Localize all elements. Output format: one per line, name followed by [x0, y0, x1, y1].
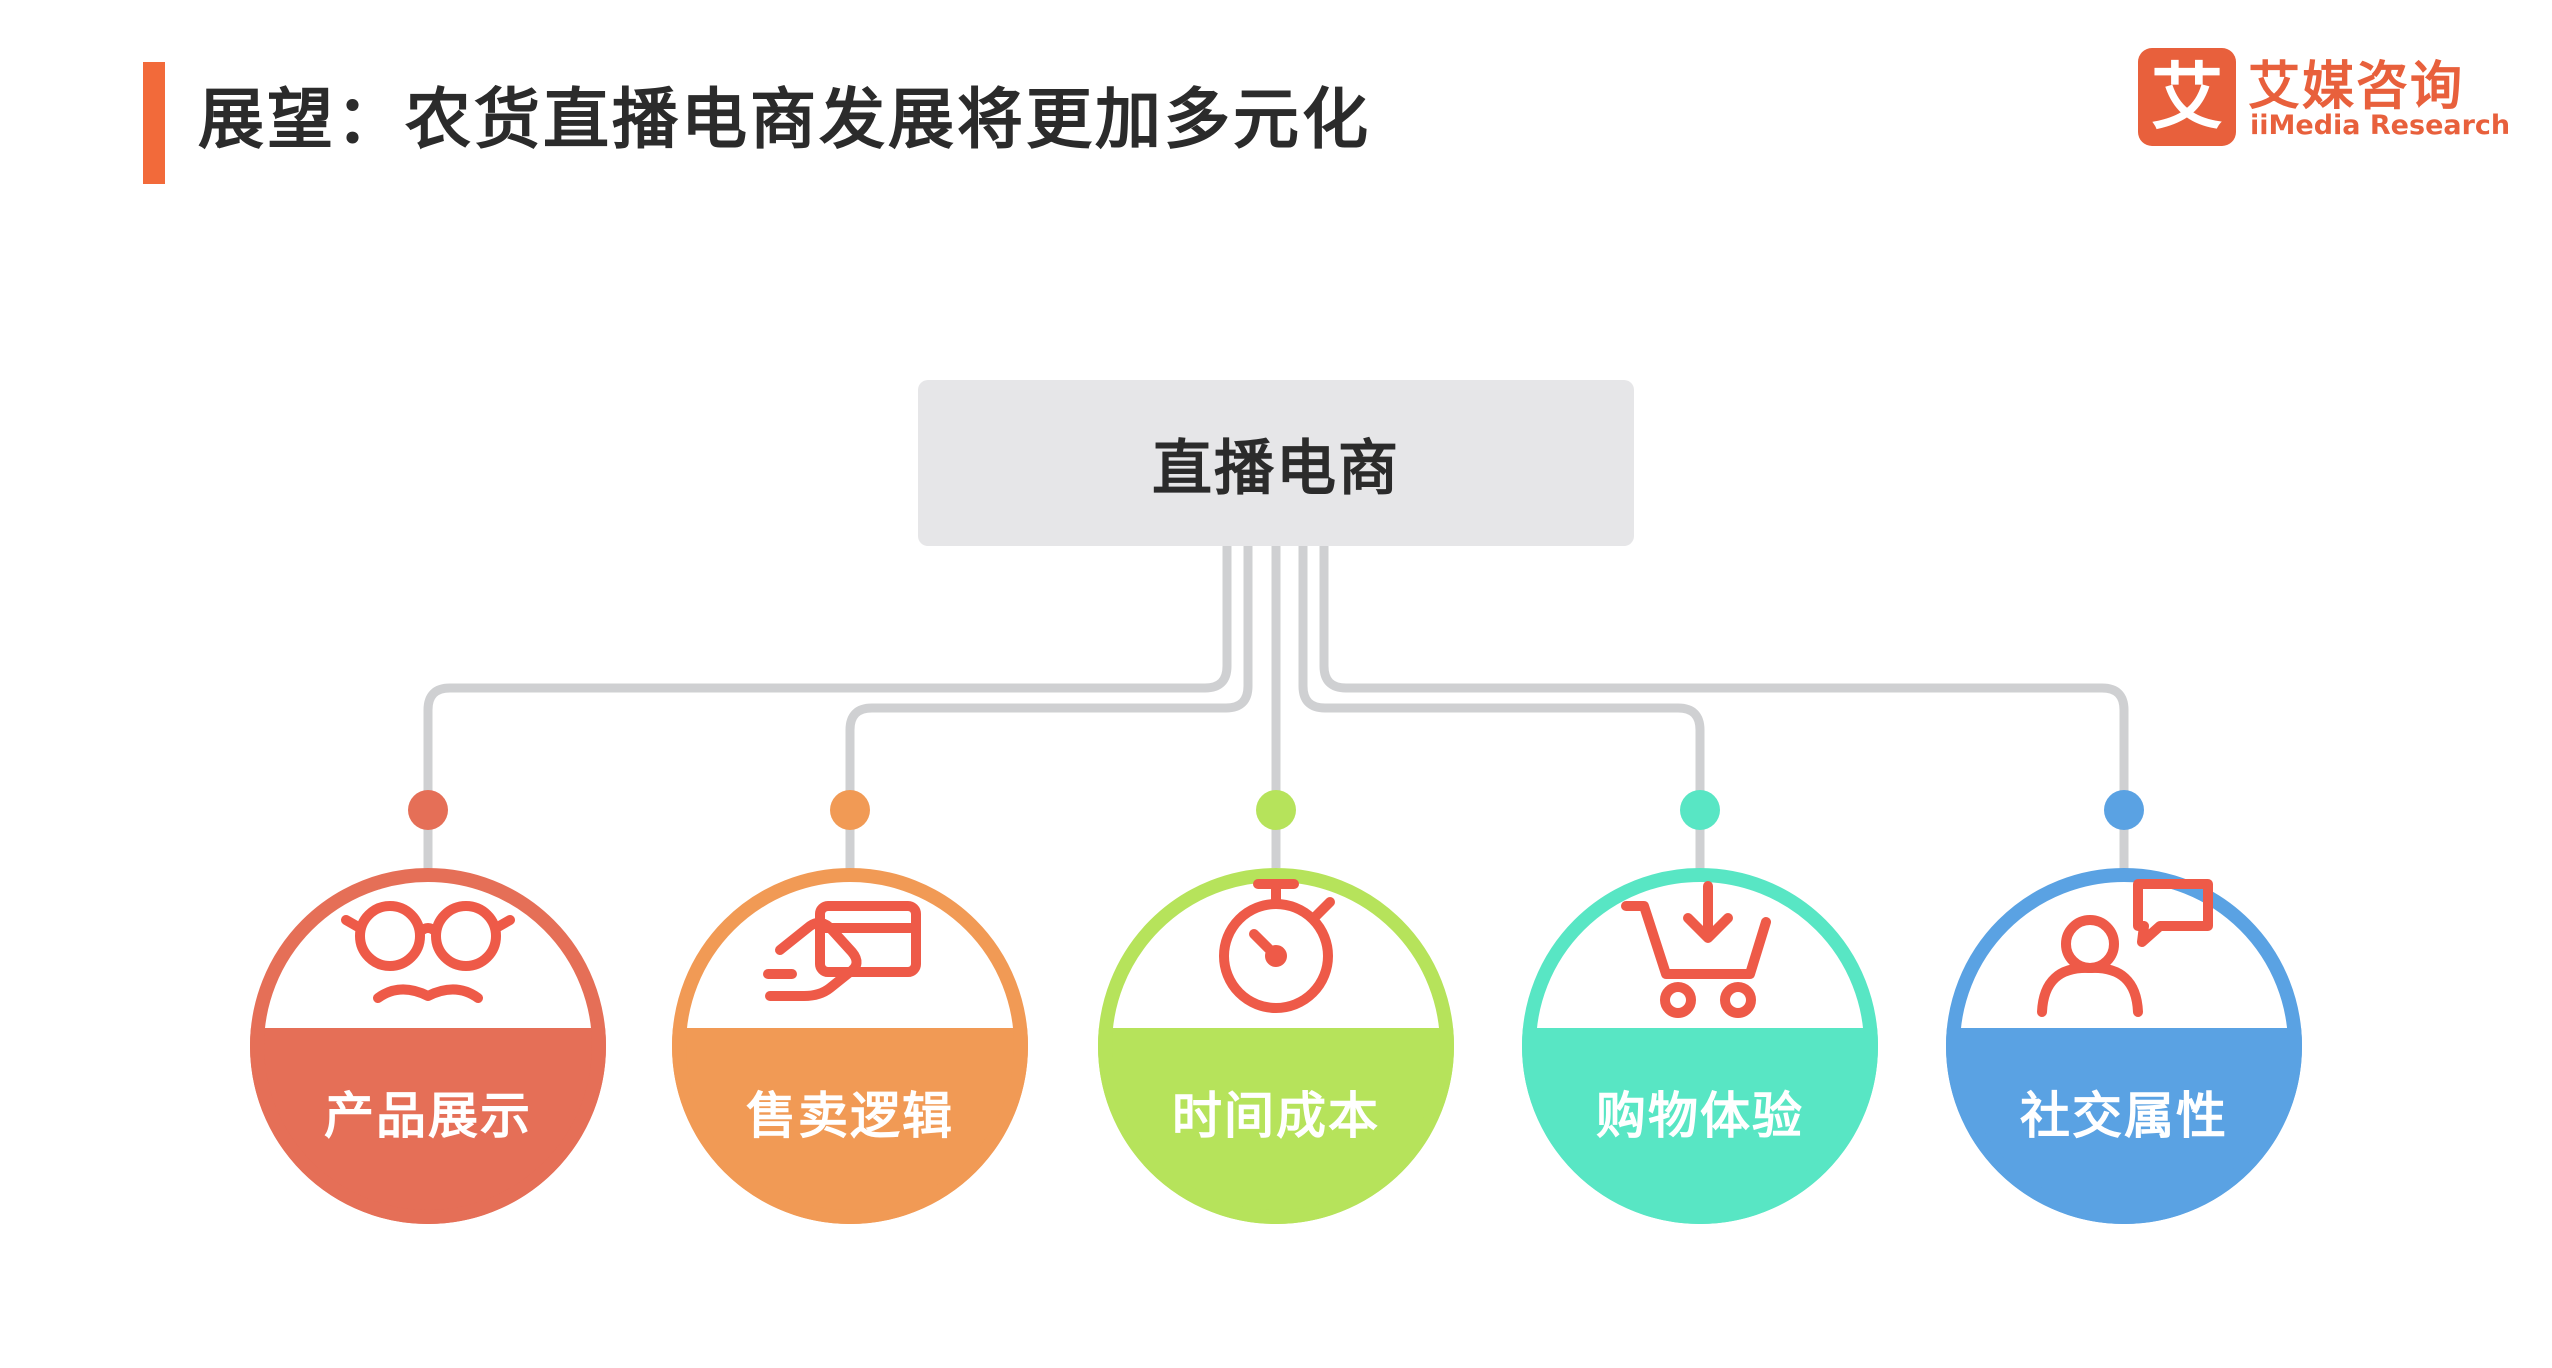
- connector-dot: [1680, 790, 1720, 830]
- connector-line: [423, 541, 1232, 873]
- category-node: [1097, 790, 1454, 1225]
- root-node-label: 直播电商: [1152, 433, 1400, 504]
- connector-dot: [2104, 790, 2144, 830]
- logo: 艾 艾媒咨询 iiMedia Research: [2138, 48, 2510, 158]
- node-label: 购物体验: [1596, 1087, 1804, 1145]
- connector-line: [1319, 541, 2129, 873]
- node-label: 产品展示: [324, 1087, 532, 1145]
- logo-mark: 艾: [2138, 48, 2236, 146]
- logo-name-cn: 艾媒咨询: [2248, 57, 2465, 117]
- nodes: [249, 790, 2302, 1225]
- title-accent-bar: [143, 62, 165, 184]
- node-ring: [250, 868, 606, 1224]
- category-node: [249, 790, 606, 1225]
- connector-line: [845, 541, 1253, 873]
- node-fill: [1945, 1028, 2302, 1224]
- glasses-mustache-icon: [341, 901, 515, 1003]
- connector-dot: [830, 790, 870, 830]
- category-node: [671, 790, 1028, 1225]
- connector-dot: [408, 790, 448, 830]
- category-node: [1945, 790, 2302, 1224]
- stopwatch-icon: [1219, 879, 1335, 1013]
- node-label: 社交属性: [2020, 1087, 2228, 1145]
- connectors: [423, 541, 2129, 873]
- node-fill: [1522, 1028, 1878, 1224]
- logo-name-en: iiMedia Research: [2250, 110, 2511, 141]
- node-ring: [1522, 868, 1878, 1224]
- connector-dot: [1256, 790, 1296, 830]
- page-title: 展望：农货直播电商发展将更加多元化: [198, 81, 1371, 158]
- hand-card-icon: [763, 901, 921, 1001]
- node-ring: [672, 868, 1028, 1224]
- node-fill: [249, 1028, 606, 1225]
- node-fill: [671, 1028, 1028, 1225]
- connector-line: [1298, 541, 1705, 873]
- node-label: 时间成本: [1172, 1087, 1380, 1145]
- node-ring: [1946, 868, 2302, 1224]
- node-label: 售卖逻辑: [746, 1087, 954, 1145]
- shopping-cart-icon: [1621, 881, 1771, 1018]
- category-node: [1522, 790, 1878, 1224]
- person-chat-icon: [2037, 879, 2213, 1017]
- node-ring: [1098, 868, 1454, 1224]
- root-node: 直播电商: [918, 380, 1634, 546]
- node-fill: [1097, 1028, 1454, 1225]
